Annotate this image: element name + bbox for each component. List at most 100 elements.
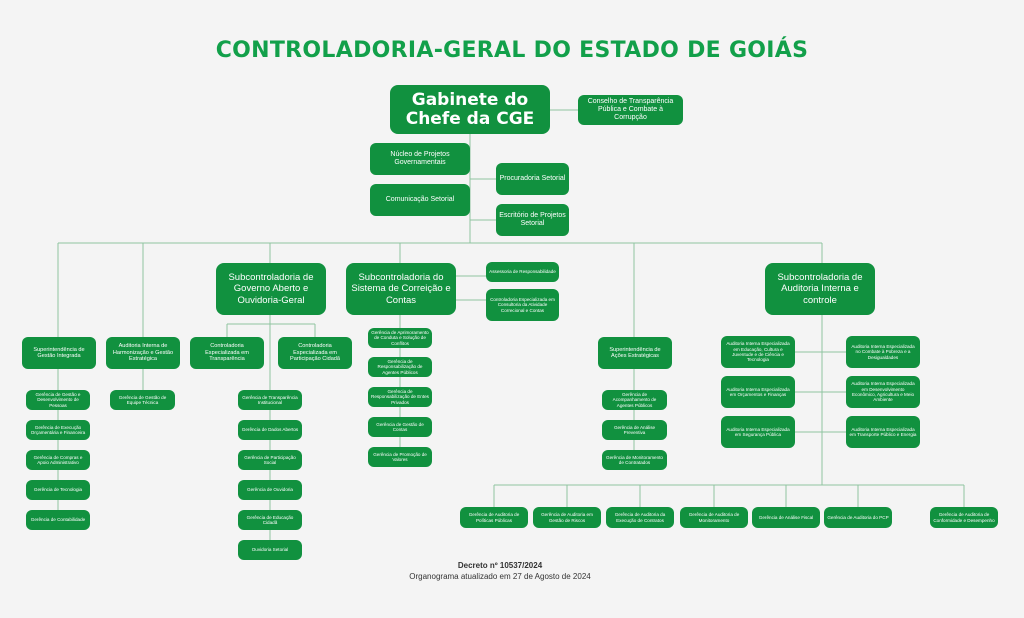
box-label: Gerência de Participação Social — [244, 454, 296, 465]
box-label: Controladoria Especializada em Transparê… — [205, 343, 249, 363]
auditoria-especializada-box: Auditoria Interna Especializada em Educa… — [721, 336, 795, 368]
gerencia-auditoria-box: Gerência de Auditoria de Conformidade e … — [930, 507, 998, 528]
box-label: Gerência de Auditoria de Conformidade e … — [933, 512, 995, 523]
box-label: Procuradoria Setorial — [499, 174, 566, 182]
box-label: Gerência de Ouvidoria — [247, 487, 293, 493]
gerencia-box: Gerência de Educação Cidadã — [238, 510, 302, 530]
box-label: Controladoria Especializada em Consultor… — [490, 297, 555, 313]
box-label: Conselho de Transparência Pública e Comb… — [587, 97, 674, 122]
box-label: Ouvidoria Setorial — [251, 547, 289, 553]
update-date: Organograma atualizado em 27 de Agosto d… — [409, 572, 591, 581]
subcontroladoria-governo-box: Subcontroladoria de Governo Aberto e Ouv… — [216, 263, 326, 315]
box-label: Gerência de Aprimoramento de Conduta e S… — [371, 330, 429, 346]
auditoria-especializada-box: Auditoria Interna Especializada em Desen… — [846, 376, 920, 408]
box-label: Auditoria Interna Especializada em Educa… — [726, 341, 790, 363]
box-label: Gerência de Análise Fiscal — [758, 514, 814, 520]
box-label: Gerência de Gestão de Contas — [376, 421, 424, 432]
page-title: CONTROLADORIA-GERAL DO ESTADO DE GOIÁS — [215, 38, 809, 63]
conselho-box: Conselho de Transparência Pública e Comb… — [578, 95, 683, 125]
box-label: Gerência de Auditoria de Monitoramento — [688, 512, 740, 523]
box-label: Gerência de Transparência Institucional — [242, 394, 298, 405]
controladoria-consultoria-box: Controladoria Especializada em Consultor… — [486, 289, 559, 321]
gerencia-box: Gerência de Contabilidade — [26, 510, 90, 530]
box-label: Gerência de Compras e Apoio Administrati… — [33, 454, 83, 465]
superintendencia-acoes-box: Superintendência de Ações Estratégicas — [598, 337, 672, 369]
gerencia-box: Gerência de Tecnologia — [26, 480, 90, 500]
gerencia-box: Gerência de Análise Preventiva — [602, 420, 667, 440]
gerencia-auditoria-box: Gerência de Auditoria do PCP — [824, 507, 892, 528]
box-label: Comunicação Setorial — [385, 195, 455, 203]
gerencia-box: Gerência de Participação Social — [238, 450, 302, 470]
box-label: Gerência de Responsabilização de Entes P… — [371, 389, 429, 405]
box-label: Gabinete do Chefe da CGE — [405, 89, 535, 129]
escritorio-box: Escritório de Projetos Setorial — [496, 204, 569, 236]
gerencia-box: Gerência de Compras e Apoio Administrati… — [26, 450, 90, 470]
gerencia-box: Gerência de Responsabilização de Entes P… — [368, 387, 432, 407]
comunicacao-box: Comunicação Setorial — [370, 184, 470, 216]
auditoria-especializada-box: Auditoria Interna Especializada em Segur… — [721, 416, 795, 448]
box-label: Auditoria Interna Especializada em Desen… — [851, 381, 915, 403]
box-label: Gerência de Acompanhamento de Agentes Pú… — [612, 392, 657, 408]
box-label: Auditoria Interna Especializada no Comba… — [851, 344, 915, 360]
box-label: Auditoria Interna Especializada em Orçam… — [726, 386, 790, 397]
gerencia-auditoria-box: Gerência de Auditoria em Gestão de Risco… — [533, 507, 601, 528]
gerencia-box: Gerência de Gestão de Equipe Técnica — [110, 390, 175, 410]
box-label: Gerência de Gestão de Equipe Técnica — [118, 394, 167, 405]
box-label: Núcleo de Projetos Governamentais — [390, 150, 450, 166]
assessoria-box: Assessoria de Responsabilidade — [486, 262, 559, 282]
gerencia-box: Gerência de Acompanhamento de Agentes Pú… — [602, 390, 667, 410]
gerencia-auditoria-box: Gerência de Auditoria de Políticas Públi… — [460, 507, 528, 528]
controladoria-participacao-box: Controladoria Especializada em Participa… — [278, 337, 352, 369]
box-label: Gerência de Análise Preventiva — [613, 424, 656, 435]
box-label: Gerência de Educação Cidadã — [246, 514, 294, 525]
box-label: Controladoria Especializada em Participa… — [289, 343, 341, 363]
gerencia-box: Gerência de Gestão de Contas — [368, 417, 432, 437]
box-label: Subcontroladoria do Sistema de Correição… — [351, 271, 451, 306]
auditoria-especializada-box: Auditoria Interna Especializada no Comba… — [846, 336, 920, 368]
gerencia-box: Gerência de Execução Orçamentária e Fina… — [26, 420, 90, 440]
box-label: Auditoria Interna Especializada em Trans… — [849, 426, 917, 437]
gerencia-box: Gerência de Transparência Institucional — [238, 390, 302, 410]
gerencia-box: Gerência de Promoção de Valores — [368, 447, 432, 467]
box-label: Subcontroladoria de Auditoria Interna e … — [777, 271, 863, 306]
subcontroladoria-correicao-box: Subcontroladoria do Sistema de Correição… — [346, 263, 456, 315]
box-label: Subcontroladoria de Governo Aberto e Ouv… — [228, 271, 314, 306]
box-label: Assessoria de Responsabilidade — [489, 269, 556, 275]
gabinete-box: Gabinete do Chefe da CGE — [390, 85, 550, 134]
auditoria-especializada-box: Auditoria Interna Especializada em Orçam… — [721, 376, 795, 408]
auditoria-harmonizacao-box: Auditoria Interna de Harmonização e Gest… — [106, 337, 180, 369]
box-label: Gerência de Auditoria em Gestão de Risco… — [541, 512, 593, 523]
box-label: Escritório de Projetos Setorial — [499, 211, 566, 227]
gerencia-box: Gerência de Ouvidoria — [238, 480, 302, 500]
gerencia-auditoria-box: Gerência de Auditoria de Monitoramento — [680, 507, 748, 528]
gerencia-auditoria-box: Gerência de Auditoria da Execução de Con… — [606, 507, 674, 528]
box-label: Superintendência de Ações Estratégicas — [609, 346, 661, 359]
box-label: Gerência de Gestão e Desenvolvimento de … — [35, 392, 81, 408]
box-label: Gerência de Tecnologia — [33, 487, 83, 493]
gerencia-box: Gerência de Monitoramento de Contratados — [602, 450, 667, 470]
procuradoria-box: Procuradoria Setorial — [496, 163, 569, 195]
box-label: Gerência de Contabilidade — [30, 517, 86, 523]
decree-number: Decreto nº 10537/2024 — [457, 561, 543, 570]
box-label: Gerência de Dados Abertos — [241, 427, 299, 433]
box-label: Gerência de Auditoria de Políticas Públi… — [468, 512, 520, 523]
box-label: Gerência de Auditoria do PCP — [827, 514, 889, 520]
box-label: Gerência de Responsabilização de Agentes… — [377, 359, 423, 375]
box-label: Gerência de Promoção de Valores — [373, 451, 427, 462]
gerencia-auditoria-box: Gerência de Análise Fiscal — [752, 507, 820, 528]
gerencia-box: Gerência de Gestão e Desenvolvimento de … — [26, 390, 90, 410]
box-label: Gerência de Execução Orçamentária e Fina… — [30, 424, 86, 435]
nucleo-box: Núcleo de Projetos Governamentais — [370, 143, 470, 175]
gerencia-box: Gerência de Aprimoramento de Conduta e S… — [368, 328, 432, 348]
gerencia-box: Ouvidoria Setorial — [238, 540, 302, 560]
box-label: Auditoria Interna de Harmonização e Gest… — [112, 343, 174, 363]
controladoria-transparencia-box: Controladoria Especializada em Transparê… — [190, 337, 264, 369]
box-label: Auditoria Interna Especializada em Segur… — [726, 426, 790, 437]
superintendencia-gestao-box: Superintendência de Gestão Integrada — [22, 337, 96, 369]
subcontroladoria-auditoria-box: Subcontroladoria de Auditoria Interna e … — [765, 263, 875, 315]
box-label: Gerência de Monitoramento de Contratados — [606, 454, 663, 465]
box-label: Gerência de Auditoria da Execução de Con… — [614, 512, 666, 523]
gerencia-box: Gerência de Dados Abertos — [238, 420, 302, 440]
box-label: Superintendência de Gestão Integrada — [33, 346, 85, 359]
auditoria-especializada-box: Auditoria Interna Especializada em Trans… — [846, 416, 920, 448]
